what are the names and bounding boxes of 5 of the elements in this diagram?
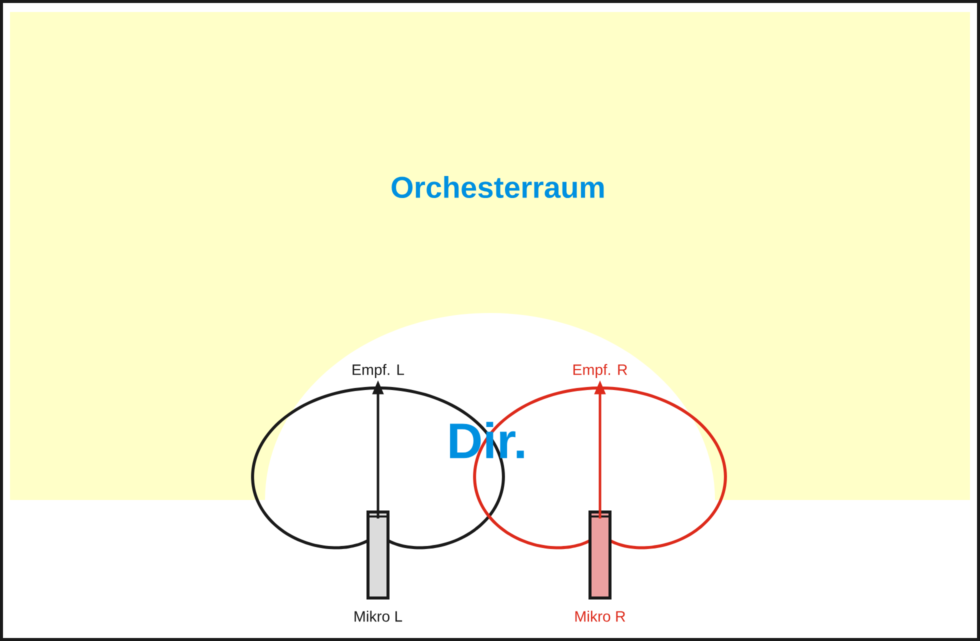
microphone-label: Mikro R	[575, 610, 626, 622]
microphone-label: Mikro L	[354, 610, 402, 622]
area-label: Orchesterraum	[392, 176, 604, 198]
direction-label: Empf. R	[573, 364, 628, 378]
direction-label: Empf. L	[352, 364, 404, 378]
